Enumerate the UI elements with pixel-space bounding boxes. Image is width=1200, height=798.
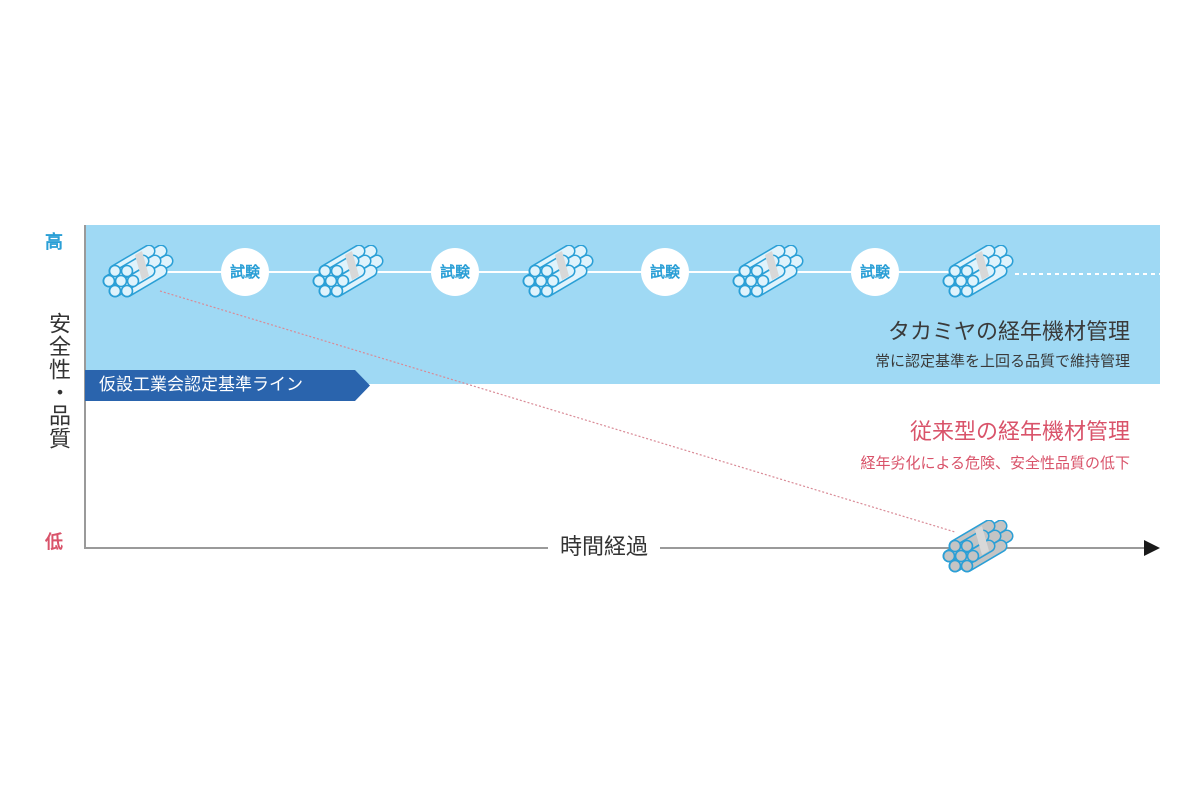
x-axis-label: 時間経過 xyxy=(548,533,661,563)
baseline-badge: 仮設工業会認定基準ライン xyxy=(85,370,370,401)
pipe-bundle-icon xyxy=(522,245,594,298)
pipe-bundle-icon xyxy=(102,245,174,298)
y-axis-low-label: 低 xyxy=(45,532,63,553)
y-axis-label: 安全性・品質 xyxy=(45,312,70,450)
conventional-subtitle: 経年劣化による危険、安全性品質の低下 xyxy=(860,454,1130,472)
conventional-title: 従来型の経年機材管理 xyxy=(909,420,1130,445)
y-axis-high-label: 高 xyxy=(45,232,63,253)
test-marker: 試験 xyxy=(431,248,479,296)
x-axis-arrow-icon xyxy=(1144,540,1160,556)
baseline-badge-label: 仮設工業会認定基準ライン xyxy=(99,375,303,395)
degraded-pipe-bundle-icon xyxy=(942,520,1014,573)
test-marker: 試験 xyxy=(851,248,899,296)
test-marker: 試験 xyxy=(641,248,689,296)
test-marker: 試験 xyxy=(221,248,269,296)
takamiya-subtitle: 常に認定基準を上回る品質で維持管理 xyxy=(874,352,1130,370)
takamiya-title: タカミヤの経年機材管理 xyxy=(887,320,1130,345)
degradation-line xyxy=(159,290,956,533)
pipe-bundle-icon xyxy=(312,245,384,298)
pipe-bundle-icon xyxy=(942,245,1014,298)
pipe-bundle-icon xyxy=(732,245,804,298)
